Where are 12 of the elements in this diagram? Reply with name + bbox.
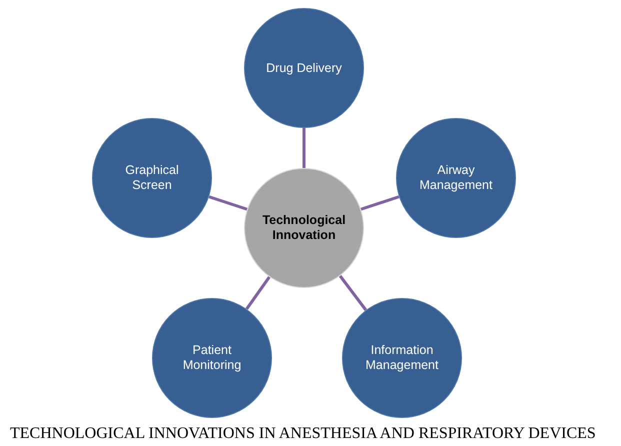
node-label: Graphical Screen [124,163,180,193]
connector-line [302,128,306,168]
connector-line [338,275,368,311]
node-label: Drug Delivery [266,60,342,76]
connector-line [208,195,248,211]
node-label: Technological Innovation [261,213,347,243]
node-label: Airway Management [418,163,494,193]
connector-line [245,276,271,310]
connector-line [360,195,400,211]
node-label: Information Management [364,343,440,373]
caption: TECHNOLOGICAL INNOVATIONS IN ANESTHESIA AND RESPIRATORY DEVICES [10,424,596,443]
node-label: Patient Monitoring [182,343,242,373]
